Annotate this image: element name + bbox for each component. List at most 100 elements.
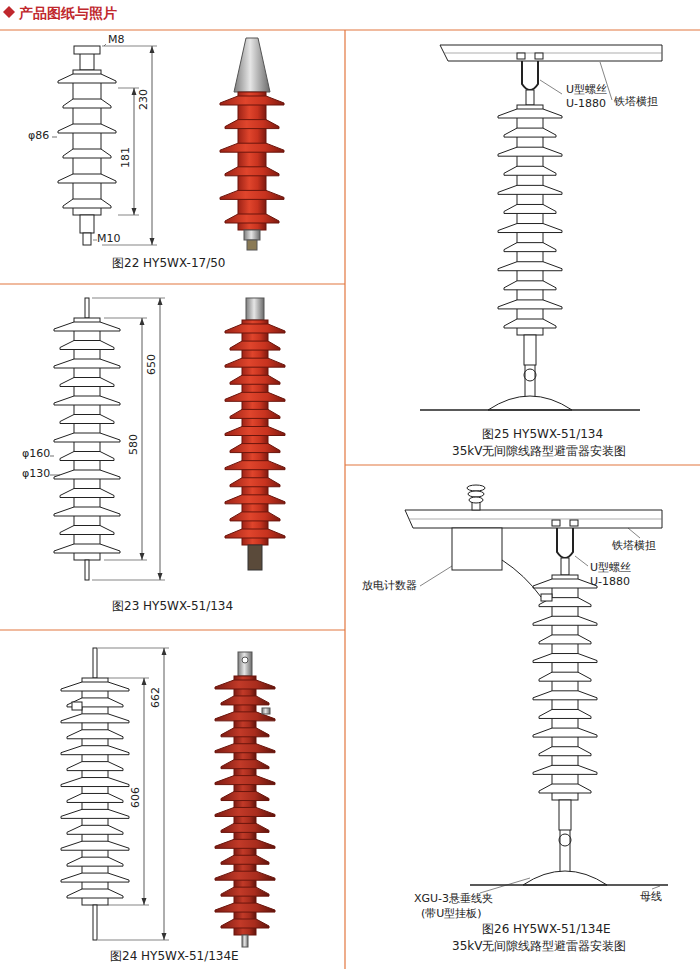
terminal-cap [80,52,94,70]
side-bolt-photo [262,708,270,714]
dimension-arrow [158,298,163,305]
dimension-line [142,318,143,560]
figure-caption: 图22 HY5WX-17/50 [112,257,225,271]
shed-photo [215,807,275,816]
shed-photo [225,495,285,504]
part-label: 母线 [640,891,662,904]
shed [504,281,556,290]
shed-photo [220,96,284,105]
threaded-stud-photo [247,240,257,250]
clamp-arm [570,830,571,873]
crossarm-edge [409,519,662,520]
leader-line [652,886,660,889]
shed [504,204,556,213]
shed-photo [215,744,275,753]
terminal-rod [93,905,97,940]
tower-crossarm [405,510,662,528]
part-label: M10 [97,233,121,246]
dimension-arrow [150,238,155,245]
shed [58,74,116,83]
clamp-arm [525,365,526,398]
counter-insulator [468,491,484,497]
shed [504,319,556,328]
shed [61,778,129,787]
shed-photo [230,341,280,350]
part-label: M8 [108,34,125,47]
shed [54,507,120,516]
shed [63,149,111,158]
terminal-rod [85,298,89,318]
extension-line [104,560,147,561]
shed [67,730,123,739]
shed-photo [225,529,285,538]
shed-photo [225,120,279,129]
shed [54,322,120,331]
part-label: 铁塔横担 [612,540,656,553]
shed [60,452,114,461]
dimension-line [152,46,153,245]
figure-caption: 35kV无间隙线路型避雷器安装图 [452,445,626,459]
shed [504,128,556,137]
shed [539,635,591,644]
extension-line [108,905,149,906]
shed [61,746,129,755]
shed [54,359,120,368]
top-cap-photo [246,298,264,320]
counter-insulator [467,485,485,491]
bottom-fitting-photo [248,545,262,570]
discharge-counter [452,528,502,570]
dimension-arrow [140,553,145,560]
shed-photo [215,776,275,785]
shed-photo [230,512,280,521]
shed [60,526,114,535]
arrester-photo-body [238,92,266,230]
terminal-rod [85,560,89,580]
counter-insulator [469,497,483,503]
extension-line [98,940,169,941]
side-bolt [72,702,82,710]
extension-line [108,678,149,679]
shed [67,889,123,898]
leader-line [420,566,452,586]
dimension-label: 606 [130,787,143,808]
shed-photo [215,903,275,912]
shed-photo [221,823,269,832]
shed [58,124,116,133]
dimension-arrow [132,88,137,95]
part-label: U型螺丝 [566,84,607,97]
leader-line [540,80,562,94]
leader-line [104,44,106,46]
shed-photo [225,214,279,223]
shed [533,616,597,625]
leader-line [93,240,97,241]
dimension-arrow [150,46,155,53]
cone-cap-photo [234,38,270,92]
title-diamond [3,6,15,18]
shed-photo [221,728,269,737]
shed [67,825,123,834]
bottom-rod-photo [242,935,248,947]
shed [61,873,129,882]
shed [498,224,562,233]
top-tab-photo [238,652,252,676]
figure-caption: 图23 HY5WX-51/134 [112,600,233,614]
dimension-label: φ130 [22,468,50,481]
arrester-body [73,70,101,215]
shed-photo [225,427,285,436]
extension-line [92,580,165,581]
shed [60,415,114,424]
shed [533,691,597,700]
leader-line [50,456,54,457]
shed [61,809,129,818]
dimension-label: φ86 [28,130,49,143]
figure-caption: 图24 HY5WX-51/134E [110,950,239,964]
page-title: 产品图纸与照片 [19,5,117,21]
extension-line [92,298,165,299]
dimension-line [164,648,165,940]
extension-line [98,648,169,649]
shed [533,579,597,588]
leader-line [50,475,60,476]
shed [60,341,114,350]
